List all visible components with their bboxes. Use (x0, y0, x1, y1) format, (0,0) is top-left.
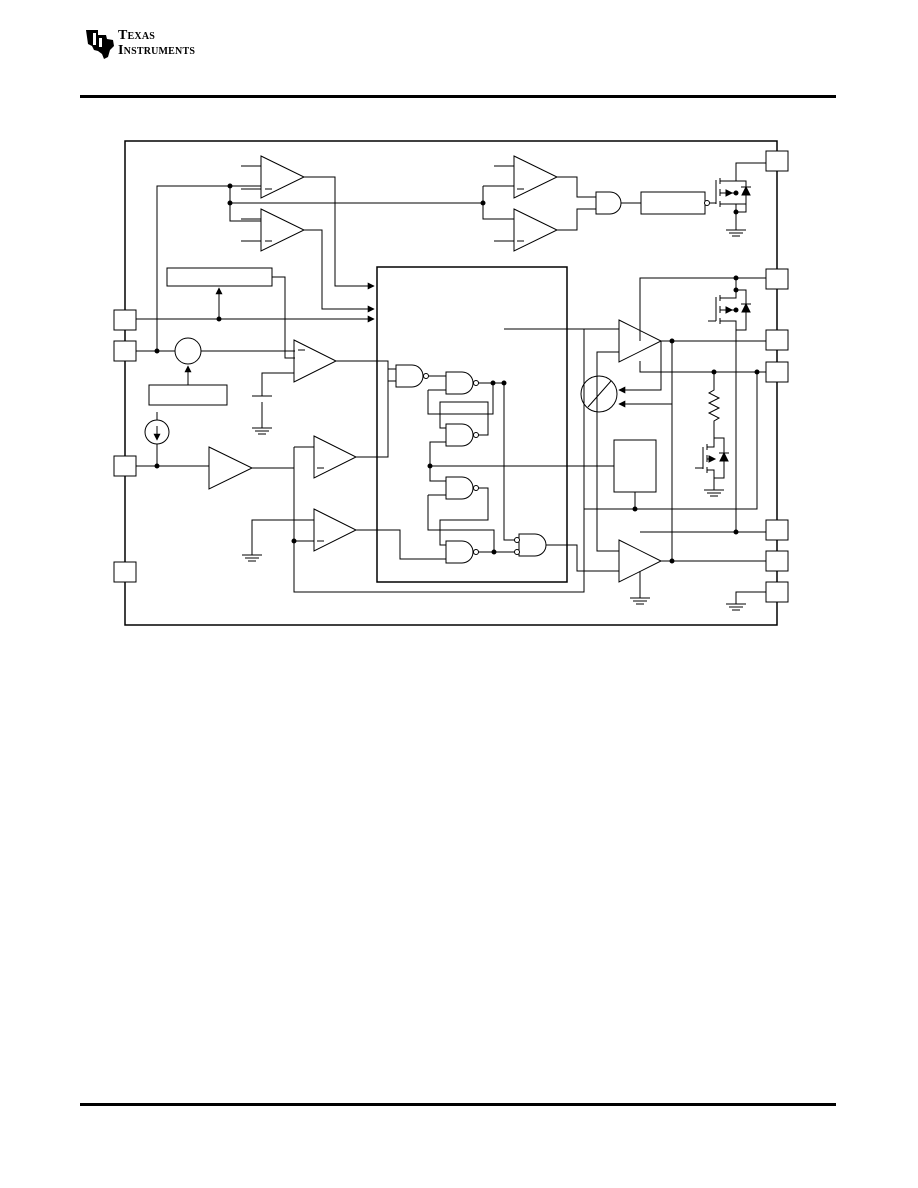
device-outline (124, 140, 778, 626)
and-gate-2 (518, 533, 547, 557)
footer-rule (80, 1103, 836, 1106)
mosfet-right-upper (708, 278, 751, 532)
nand-gate-2 (445, 371, 474, 395)
pin-left-4 (113, 561, 137, 583)
and-gate-top (595, 191, 622, 215)
nand-gate-1 (395, 364, 424, 388)
pin-right-2 (765, 268, 789, 290)
mosfet-top (710, 162, 766, 237)
control-logic-block (376, 266, 568, 583)
driver-block-top (640, 191, 710, 215)
buffer-amplifier (208, 446, 254, 490)
multiplier-divider (580, 375, 618, 413)
mosfet-right-lower (695, 437, 729, 497)
error-amplifier-top (584, 319, 766, 552)
logo-line-1: Texas (118, 28, 156, 43)
comparator-top-2 (241, 208, 306, 252)
pin-left-2 (113, 340, 137, 362)
current-source (144, 412, 170, 466)
pin-left-1 (113, 309, 137, 331)
comparator-top-1 (241, 155, 306, 199)
header-rule (80, 95, 836, 98)
resistor (707, 372, 721, 438)
bias-block (148, 384, 228, 406)
pin-right-5 (765, 519, 789, 541)
pin-left-3 (113, 455, 137, 477)
pin-right-1 (765, 150, 789, 172)
summing-node (174, 337, 202, 365)
logo-wordmark: Texas Instruments (118, 28, 195, 58)
comparator-mid-2 (313, 435, 358, 479)
error-amplifier-bottom (618, 539, 663, 605)
comparator-top-4 (494, 208, 559, 252)
nand-gate-4 (445, 476, 474, 500)
comparator-mid-3 (313, 508, 358, 552)
pin-right-6 (765, 550, 789, 572)
pin-right-7 (765, 581, 789, 603)
comparator-mid-1 (293, 339, 380, 383)
ti-state-logo-icon (86, 30, 114, 59)
nand-gate-3 (445, 423, 474, 447)
pin-right-4 (765, 361, 789, 383)
comparator-top-3 (494, 155, 559, 199)
timer-block (613, 439, 657, 493)
pin-right-3 (765, 329, 789, 351)
logo-line-2: Instruments (118, 43, 196, 58)
nand-gate-5 (445, 540, 474, 564)
reference-block (166, 267, 273, 287)
